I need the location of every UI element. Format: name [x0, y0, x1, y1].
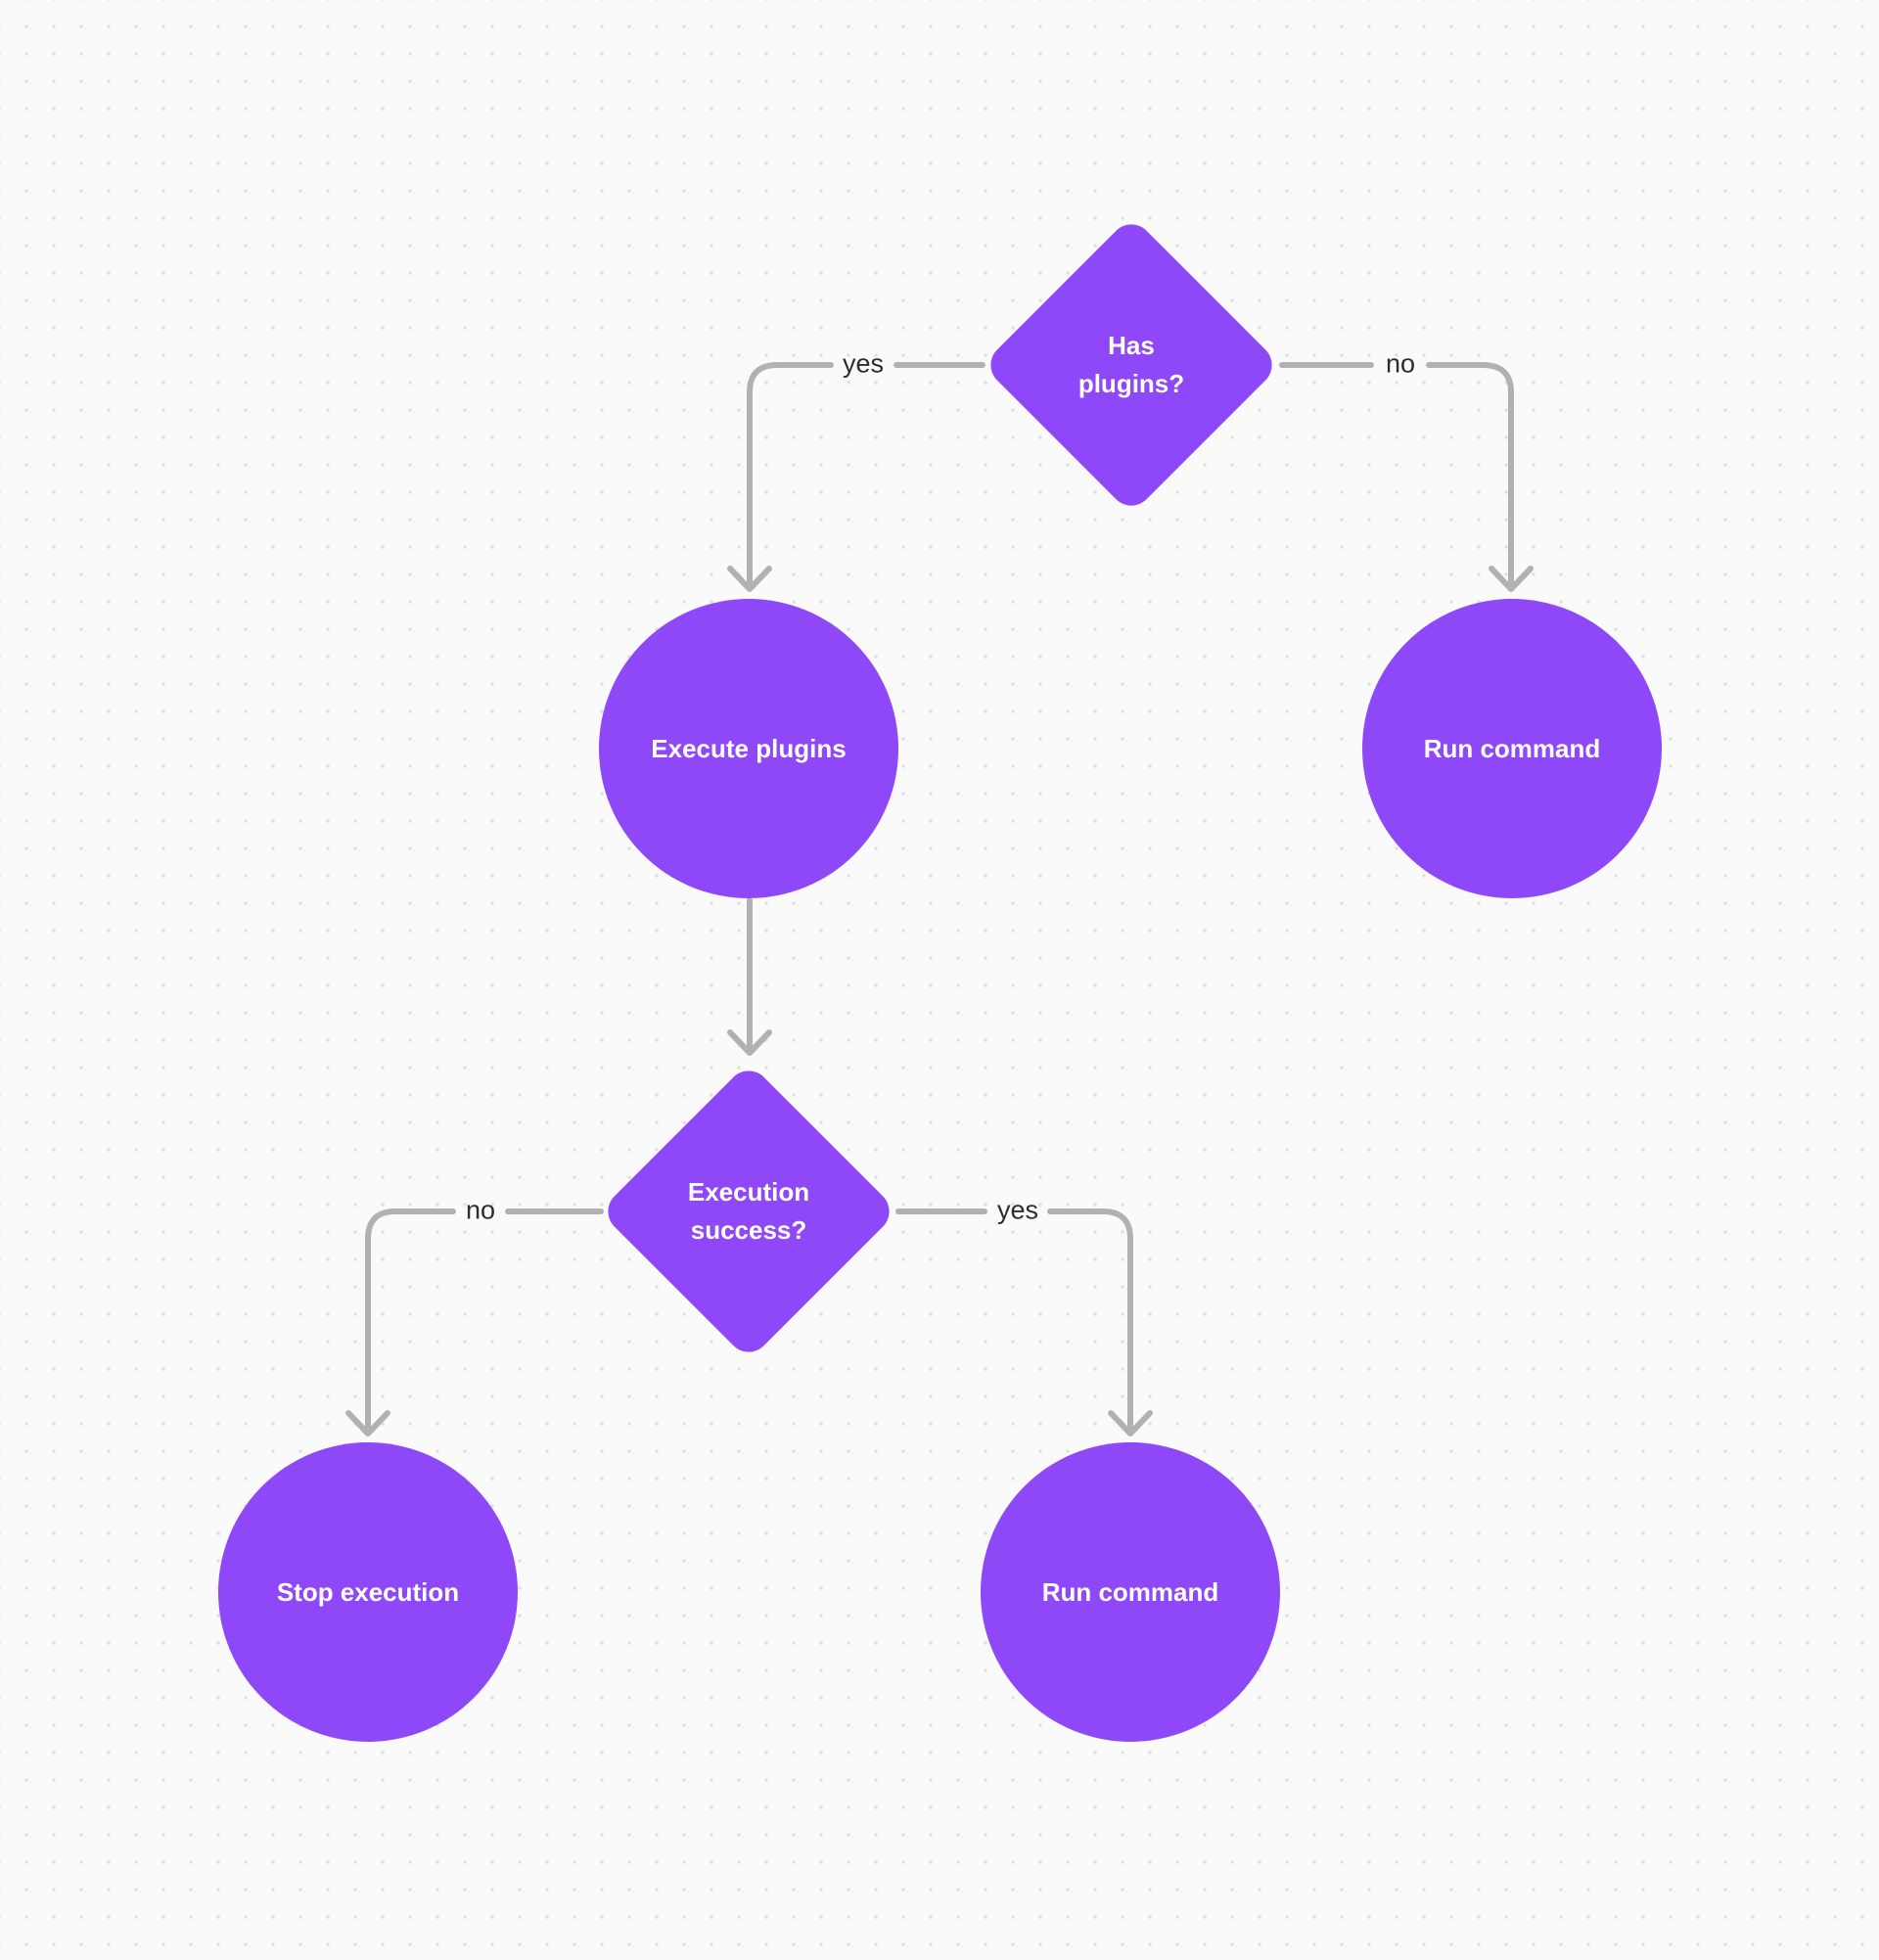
node-label: Run command — [1423, 733, 1601, 763]
edge-label-yes-bottom: yes — [996, 1195, 1039, 1225]
edge-label-no-top: no — [1385, 348, 1416, 379]
node-process-run-command-1[interactable]: Run command — [1362, 599, 1662, 898]
node-label: Run command — [1041, 1576, 1219, 1607]
edge-yes-top-arrowhead-icon — [727, 566, 772, 592]
node-process-stop-execution[interactable]: Stop execution — [218, 1442, 518, 1742]
node-decision-execution-success[interactable]: Execution success? — [599, 1062, 898, 1361]
edge-no-bottom-arrowhead-icon — [345, 1410, 390, 1436]
circle-shape — [981, 1442, 1280, 1742]
edge-yes-top-segment-left — [747, 362, 834, 590]
edge-no-bottom-segment-left — [365, 1208, 456, 1435]
edge-middle-arrowhead-icon — [727, 1029, 772, 1056]
node-label: Execute plugins — [651, 733, 847, 763]
edge-yes-bottom-segment-right — [1047, 1208, 1133, 1435]
edge-yes-bottom-arrowhead-icon — [1108, 1410, 1153, 1436]
node-process-execute-plugins[interactable]: Execute plugins — [599, 599, 898, 898]
circle-shape — [599, 599, 898, 898]
node-label: Execution success? — [687, 1177, 810, 1245]
circle-shape — [1362, 599, 1662, 898]
node-decision-has-plugins[interactable]: Has plugins? — [982, 215, 1281, 515]
edge-label-no-bottom: no — [465, 1195, 496, 1225]
edge-label-yes-top: yes — [842, 348, 885, 379]
node-label: Stop execution — [276, 1576, 460, 1607]
circle-shape — [218, 1442, 518, 1742]
node-label: Has plugins? — [1077, 331, 1185, 398]
edge-no-top-segment-right — [1426, 362, 1514, 590]
edge-no-top-arrowhead-icon — [1489, 566, 1534, 592]
node-process-run-command-2[interactable]: Run command — [981, 1442, 1280, 1742]
